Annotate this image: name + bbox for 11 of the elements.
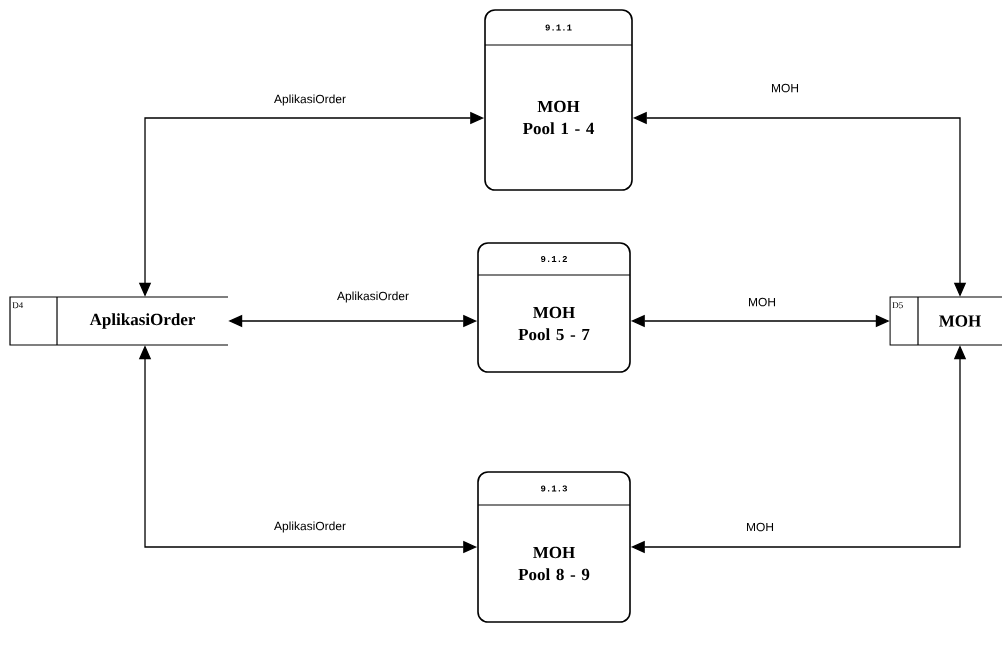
data-store: D5 MOH [889,296,1002,346]
edge-label: MOH [747,296,777,308]
process-box: 9.1.1 MOH Pool 1 - 4 [484,9,633,191]
edge-label: AplikasiOrder [336,290,410,304]
process-box: 9.1.2 MOH Pool 5 - 7 [477,242,631,373]
process-box: 9.1.3 MOH Pool 8 - 9 [477,471,631,623]
edge-label: MOH [745,521,775,533]
edge-label: AplikasiOrder [273,93,347,107]
edge-label: AplikasiOrder [273,520,347,534]
data-store: D4 AplikasiOrder [9,296,229,346]
edge-label: MOH [770,82,800,94]
